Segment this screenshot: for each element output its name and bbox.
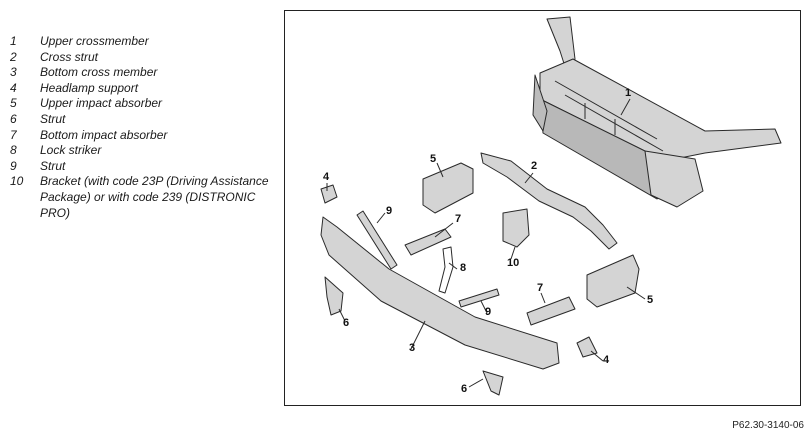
strut-left-drawing	[324, 276, 344, 316]
strut-right-drawing	[482, 370, 504, 396]
strut-lower-drawing	[458, 288, 500, 308]
legend-number: 8	[10, 143, 17, 158]
legend-label: Cross strut	[40, 49, 99, 64]
headlamp-support-left-drawing	[320, 184, 338, 204]
legend-item: 6 Strut	[10, 112, 282, 128]
legend-item: 9 Strut	[10, 159, 282, 175]
callout-label: 8	[460, 262, 467, 274]
legend-number: 4	[10, 80, 17, 95]
bottom-impact-absorber-left-drawing	[404, 228, 452, 256]
legend-item: 4 Headlamp support	[10, 81, 282, 97]
callout-label: 9	[386, 205, 393, 217]
legend-number: 9	[10, 158, 17, 173]
legend-label: Bracket (with code 23P (Driving Assistan…	[40, 174, 269, 220]
callout-label: 5	[647, 294, 654, 306]
callout-label: 6	[461, 383, 468, 395]
legend-label: Lock striker	[40, 143, 102, 158]
leader-lines	[326, 98, 646, 388]
callout-label: 7	[455, 213, 462, 225]
legend-label: Strut	[40, 158, 66, 173]
legend-number: 7	[10, 127, 17, 142]
callout-label: 2	[531, 160, 538, 172]
bottom-cross-member-drawing	[320, 216, 560, 370]
bottom-impact-absorber-right-drawing	[526, 296, 576, 326]
legend-item: 1 Upper crossmember	[10, 34, 282, 50]
callout-label: 7	[537, 282, 544, 294]
callout-label: 4	[603, 354, 610, 366]
legend-number: 3	[10, 65, 17, 80]
callout-label: 4	[323, 171, 330, 183]
legend-label: Upper crossmember	[40, 34, 149, 48]
strut-upper-drawing	[356, 210, 398, 270]
legend-item: 10 Bracket (with code 23P (Driving Assist…	[10, 174, 282, 221]
legend-item: 5 Upper impact absorber	[10, 96, 282, 112]
callout-label: 9	[485, 306, 492, 318]
legend-number: 10	[10, 174, 24, 189]
callout-label: 1	[625, 87, 632, 99]
upper-impact-absorber-right-drawing	[586, 254, 640, 308]
legend-label: Strut	[40, 111, 66, 126]
legend-item: 7 Bottom impact absorber	[10, 128, 282, 144]
exploded-parts-figure: 1 2 5 4 9 7 8 10 6 7 5 9 3 4 6	[284, 10, 801, 406]
cross-strut-drawing	[480, 152, 618, 250]
legend-label: Bottom cross member	[40, 65, 158, 80]
legend-label: Headlamp support	[40, 80, 139, 95]
legend-label: Bottom impact absorber	[40, 127, 168, 142]
parts-drawing	[320, 16, 782, 396]
legend-label: Upper impact absorber	[40, 96, 163, 111]
callout-label: 5	[430, 153, 437, 165]
bracket-drawing	[502, 208, 530, 248]
legend-item: 2 Cross strut	[10, 50, 282, 66]
legend-number: 1	[10, 34, 17, 48]
legend-number: 6	[10, 111, 17, 126]
lock-striker-drawing	[438, 246, 454, 294]
upper-impact-absorber-left-drawing	[422, 162, 474, 214]
legend-item: 8 Lock striker	[10, 143, 282, 159]
legend-item: 3 Bottom cross member	[10, 65, 282, 81]
figure-reference-id: P62.30-3140-06	[732, 420, 804, 431]
upper-crossmember-drawing	[532, 16, 782, 208]
callout-label: 3	[409, 342, 416, 354]
callout-label: 10	[507, 257, 520, 269]
legend-number: 2	[10, 49, 17, 64]
legend-number: 5	[10, 96, 17, 111]
callout-label: 6	[343, 317, 350, 329]
